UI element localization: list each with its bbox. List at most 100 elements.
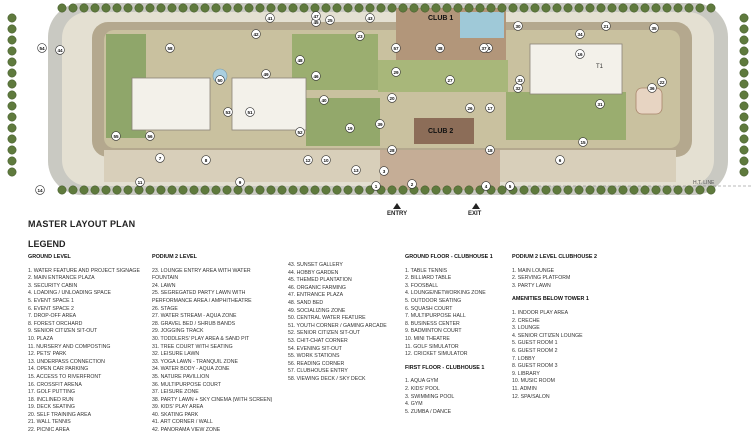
legend-item: 1. MAIN LOUNGE bbox=[512, 267, 555, 274]
tree-icon bbox=[7, 90, 17, 100]
tree-icon bbox=[695, 3, 705, 13]
map-marker-46: 46 bbox=[311, 71, 321, 81]
map-marker-33: 33 bbox=[515, 75, 525, 85]
legend-item: 54. EVENING SIT-OUT bbox=[288, 345, 342, 352]
map-marker-label: 45 bbox=[313, 20, 319, 25]
map-marker-55: 55 bbox=[111, 131, 121, 141]
tree-icon bbox=[365, 3, 375, 13]
map-marker-58: 58 bbox=[165, 43, 175, 53]
tree-icon bbox=[7, 134, 17, 144]
tree-icon bbox=[178, 185, 188, 195]
tree-icon bbox=[508, 3, 518, 13]
map-marker-label: 58 bbox=[167, 46, 173, 51]
exit-arrow-icon bbox=[472, 203, 480, 209]
legend-item: 16. CROSSFIT ARENA bbox=[28, 381, 82, 388]
legend-item: 3. SECURITY CABIN bbox=[28, 282, 78, 289]
legend-item: 9. BADMINTON COURT bbox=[405, 328, 462, 335]
map-marker-38: 38 bbox=[435, 43, 445, 53]
tree-icon bbox=[409, 3, 419, 13]
tree-icon bbox=[651, 3, 661, 13]
map-marker-label: 34 bbox=[577, 32, 583, 37]
legend-item: 1. WATER FEATURE AND PROJECT SIGNAGE bbox=[28, 267, 140, 274]
tree-icon bbox=[453, 185, 463, 195]
map-marker-50: 50 bbox=[215, 75, 225, 85]
legend-item: 45. THEMED PLANTATION bbox=[288, 277, 352, 284]
legend-heading: FIRST FLOOR - CLUBHOUSE 1 bbox=[405, 364, 485, 371]
legend-item: 12. SPA/SALON bbox=[512, 393, 550, 400]
tree-icon bbox=[673, 185, 683, 195]
legend-item: 57. CLUBHOUSE ENTRY bbox=[288, 368, 348, 375]
tree-icon bbox=[662, 185, 672, 195]
map-marker-label: 15 bbox=[580, 140, 586, 145]
legend-item: 4. LOUNGE/NETWORKING ZONE bbox=[405, 290, 486, 297]
legend-item: 3. SWIMMING POOL bbox=[405, 393, 455, 400]
legend-item: 36. MULTIPURPOSE COURT bbox=[152, 381, 221, 388]
tree-icon bbox=[321, 185, 331, 195]
legend-heading: PODIUM 2 LEVEL CLUBHOUSE 2 bbox=[512, 254, 597, 260]
tree-icon bbox=[387, 3, 397, 13]
map-marker-16: 16 bbox=[575, 49, 585, 59]
legend-item: 42. PANORAMA VIEW ZONE bbox=[152, 427, 221, 434]
tree-icon bbox=[134, 3, 144, 13]
tree-icon bbox=[662, 3, 672, 13]
tree-icon bbox=[398, 185, 408, 195]
tree-icon bbox=[563, 185, 573, 195]
tree-icon bbox=[7, 112, 17, 122]
map-marker-22: 22 bbox=[657, 77, 667, 87]
legend-item: 58. VIEWING DECK / SKY DECK bbox=[288, 375, 366, 382]
legend-item: 2. BILLIARD TABLE bbox=[405, 275, 452, 282]
map-marker-label: 46 bbox=[313, 74, 319, 79]
multipurpose-court bbox=[635, 87, 663, 115]
tree-icon bbox=[519, 3, 529, 13]
tree-icon bbox=[7, 156, 17, 166]
tree-icon bbox=[7, 24, 17, 34]
map-marker-14: 14 bbox=[35, 185, 45, 195]
tree-icon bbox=[420, 3, 430, 13]
tree-icon bbox=[332, 185, 342, 195]
legend-item: 21. WALL TENNIS bbox=[28, 419, 71, 426]
tree-icon bbox=[739, 46, 749, 56]
map-marker-label: 21 bbox=[603, 24, 609, 29]
tree-icon bbox=[530, 3, 540, 13]
tree-icon bbox=[684, 185, 694, 195]
entry-plaza-paving bbox=[380, 150, 500, 190]
map-marker-label: 12 bbox=[305, 158, 311, 163]
tree-icon bbox=[618, 3, 628, 13]
tree-icon bbox=[464, 3, 474, 13]
map-marker-8: 8 bbox=[201, 155, 211, 165]
legend-heading: AMENITIES BELOW TOWER 1 bbox=[512, 296, 589, 303]
tree-icon bbox=[310, 3, 320, 13]
lawn-south-center bbox=[306, 98, 380, 146]
tree-icon bbox=[310, 185, 320, 195]
map-marker-label: 39 bbox=[377, 122, 383, 127]
legend-item: 8. BUSINESS CENTER bbox=[405, 320, 460, 327]
map-marker-label: 29 bbox=[393, 70, 399, 75]
tree-icon bbox=[343, 3, 353, 13]
tree-icon bbox=[189, 3, 199, 13]
tree-icon bbox=[739, 68, 749, 78]
tree-icon bbox=[475, 3, 485, 13]
tree-icon bbox=[431, 3, 441, 13]
tree-icon bbox=[739, 90, 749, 100]
legend-item: 43. SUNSET GALLERY bbox=[288, 262, 343, 268]
lawn-east bbox=[506, 92, 626, 140]
legend-item: 4. LOADING / UNLOADING SPACE bbox=[28, 290, 111, 297]
tree-icon bbox=[255, 3, 265, 13]
legend-item: 9. SENIOR CITIZEN SIT-OUT bbox=[28, 328, 98, 335]
legend-item: 56. READING CORNER bbox=[288, 360, 345, 367]
map-marker-12: 12 bbox=[303, 155, 313, 165]
map-marker-44: 44 bbox=[55, 45, 65, 55]
ht-line-label: H.T. LINE bbox=[693, 180, 715, 186]
map-marker-52: 52 bbox=[295, 127, 305, 137]
tree-icon bbox=[574, 185, 584, 195]
map-marker-label: 33 bbox=[517, 78, 523, 83]
tree-icon bbox=[530, 185, 540, 195]
tree-icon bbox=[156, 3, 166, 13]
tree-icon bbox=[618, 185, 628, 195]
map-marker-56: 56 bbox=[145, 131, 155, 141]
legend-item: 1. INDOOR PLAY AREA bbox=[512, 309, 569, 316]
tree-icon bbox=[200, 3, 210, 13]
perimeter-trees bbox=[7, 3, 749, 195]
club-2-label: CLUB 2 bbox=[428, 128, 453, 135]
tree-icon bbox=[277, 185, 287, 195]
